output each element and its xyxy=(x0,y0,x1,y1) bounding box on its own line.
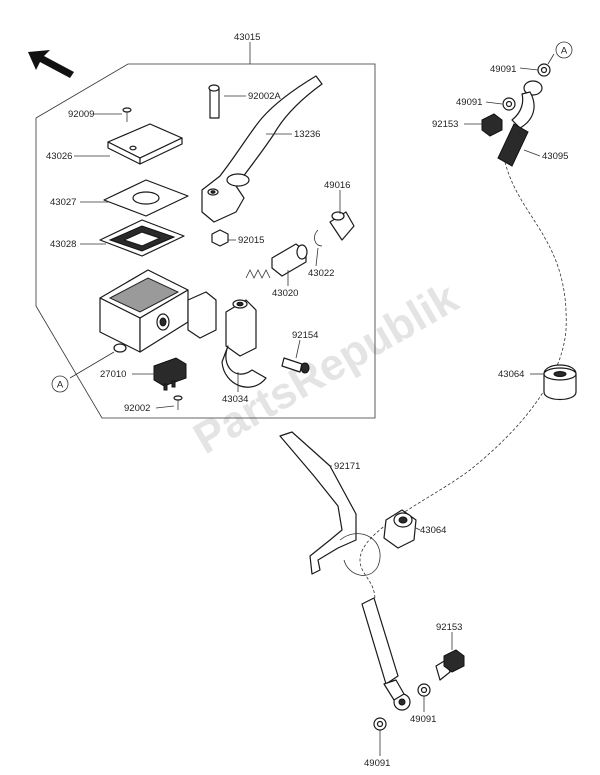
ref-circle-a-left: A xyxy=(51,375,69,393)
reservoir-cap xyxy=(107,123,183,165)
label-92015: 92015 xyxy=(238,235,264,246)
brake-lever xyxy=(201,75,323,223)
leader-lines xyxy=(69,42,555,756)
hose-lower-sleeve xyxy=(361,597,399,685)
banjo-fitting-bottom xyxy=(383,679,411,711)
label-43064-b: 43064 xyxy=(420,525,446,536)
label-43020: 43020 xyxy=(272,288,298,299)
label-92154: 92154 xyxy=(292,330,318,341)
hose-grommet-lower xyxy=(383,509,417,549)
handlebar-clamp xyxy=(187,291,267,388)
label-49091-d: 49091 xyxy=(364,758,390,769)
washer-top-2 xyxy=(502,97,516,111)
banjo-bolt-bottom xyxy=(435,649,465,681)
hose-grommet-upper xyxy=(543,364,577,401)
svg-text:A: A xyxy=(57,380,64,391)
label-43028: 43028 xyxy=(50,239,76,250)
label-43026: 43026 xyxy=(46,151,72,162)
hose-upper-sleeve xyxy=(497,123,529,167)
hose-bracket xyxy=(279,431,381,576)
washer-bottom-1 xyxy=(417,683,431,697)
label-43022: 43022 xyxy=(308,268,334,279)
label-49091-c: 49091 xyxy=(410,714,436,725)
label-92002: 92002 xyxy=(124,403,150,414)
switch-screw xyxy=(173,395,183,410)
lever-pivot-bolt xyxy=(208,84,220,119)
diaphragm xyxy=(99,219,185,257)
reservoir-cap-screw xyxy=(122,107,132,122)
assembly-frame xyxy=(35,63,376,419)
clamp-bolt xyxy=(281,357,310,374)
washer-top-1 xyxy=(537,63,551,77)
spring xyxy=(245,269,271,279)
label-92009: 92009 xyxy=(68,109,94,120)
label-49016: 49016 xyxy=(324,180,350,191)
brake-light-switch xyxy=(153,357,187,391)
brake-hose xyxy=(359,161,567,601)
label-43095: 43095 xyxy=(542,151,568,162)
master-cylinder-body xyxy=(99,269,189,353)
label-13236: 13236 xyxy=(294,129,320,140)
label-92171: 92171 xyxy=(334,461,360,472)
diaphragm-plate xyxy=(103,179,189,217)
label-43034: 43034 xyxy=(222,394,248,405)
washer-bottom-2 xyxy=(373,717,387,731)
ref-circle-a-right: A xyxy=(555,41,573,59)
label-43027: 43027 xyxy=(50,197,76,208)
label-49091-a: 49091 xyxy=(490,64,516,75)
pivot-nut xyxy=(211,229,229,247)
label-43064-a: 43064 xyxy=(498,369,524,380)
circlip xyxy=(314,229,323,247)
label-92002A: 92002A xyxy=(248,91,281,102)
label-92153-a: 92153 xyxy=(432,119,458,130)
label-27010: 27010 xyxy=(100,369,126,380)
label-43015: 43015 xyxy=(234,32,260,43)
label-92153-b: 92153 xyxy=(436,622,462,633)
svg-text:A: A xyxy=(561,46,568,57)
label-49091-b: 49091 xyxy=(456,97,482,108)
banjo-fitting-top xyxy=(511,80,543,129)
dust-boot xyxy=(329,211,355,241)
banjo-bolt-top xyxy=(481,113,503,137)
piston-kit xyxy=(271,243,308,277)
direction-arrow-icon xyxy=(28,50,74,78)
